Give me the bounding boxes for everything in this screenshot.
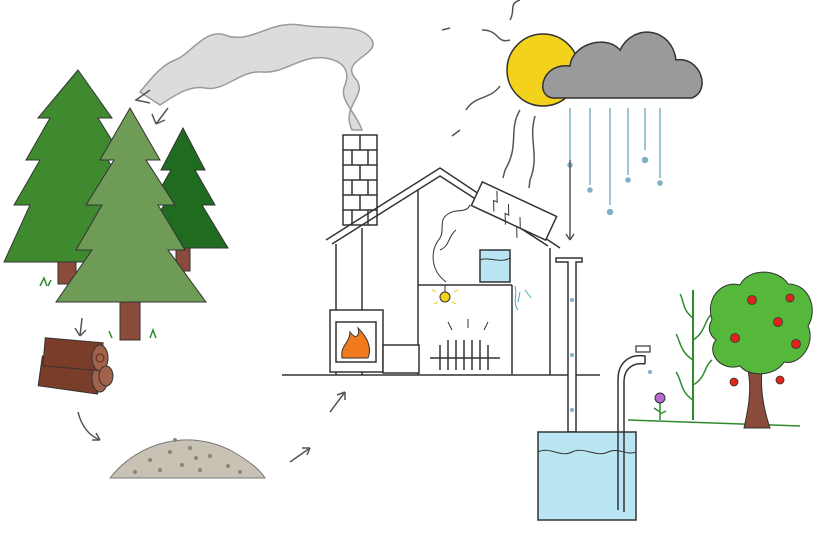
log-pile-icon xyxy=(37,337,114,395)
rain-barrel-icon xyxy=(537,257,637,521)
water-tap-icon xyxy=(617,345,652,512)
radiator-icon xyxy=(430,319,500,370)
wood-chips-icon xyxy=(108,438,266,479)
rain-cloud-icon xyxy=(542,31,703,241)
light-bulb-icon xyxy=(431,285,459,305)
corn-plant-icon xyxy=(675,290,713,420)
grass-line xyxy=(627,419,801,427)
flower-icon xyxy=(653,392,667,420)
fire-stove-icon xyxy=(329,309,384,373)
smoke-icon xyxy=(134,23,374,131)
pine-tree-icon xyxy=(55,106,207,341)
chimney-icon xyxy=(342,134,378,226)
forest xyxy=(3,69,229,341)
water-tank-icon xyxy=(479,249,532,311)
solar-panel-icon xyxy=(470,180,558,242)
apple-tree-icon xyxy=(708,271,813,429)
house xyxy=(325,134,561,375)
